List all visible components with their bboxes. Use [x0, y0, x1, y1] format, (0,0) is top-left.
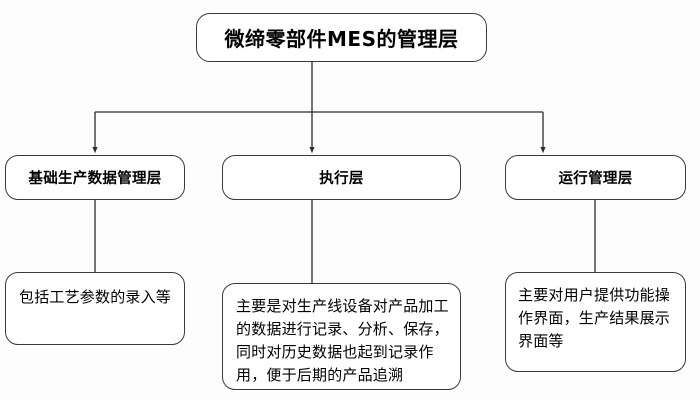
node-operation-management-description-label: 主要对用户提供功能操作界面，生产结果展示界面等: [518, 286, 671, 350]
node-base-production-data-layer[interactable]: 基础生产数据管理层: [5, 155, 185, 200]
node-base-production-data-description[interactable]: 包括工艺参数的录入等: [5, 272, 185, 345]
node-operation-management-layer[interactable]: 运行管理层: [505, 155, 686, 200]
node-execution-layer-label: 执行层: [319, 171, 364, 187]
node-operation-management-description[interactable]: 主要对用户提供功能操作界面，生产结果展示界面等: [505, 272, 686, 372]
node-mes-management-layers[interactable]: 微缔零部件MES的管理层: [196, 13, 487, 62]
node-base-production-data-description-label: 包括工艺参数的录入等: [19, 288, 172, 306]
node-execution-layer[interactable]: 执行层: [222, 155, 461, 200]
node-execution-description-label: 主要是对生产线设备对产品加工的数据进行记录、分析、保存，同时对历史数据也起到记录…: [236, 297, 449, 384]
node-title-label: 微缔零部件MES的管理层: [224, 27, 459, 51]
node-base-production-data-layer-label: 基础生产数据管理层: [28, 171, 162, 187]
node-execution-description[interactable]: 主要是对生产线设备对产品加工的数据进行记录、分析、保存，同时对历史数据也起到记录…: [222, 283, 461, 390]
node-operation-management-layer-label: 运行管理层: [558, 171, 633, 187]
